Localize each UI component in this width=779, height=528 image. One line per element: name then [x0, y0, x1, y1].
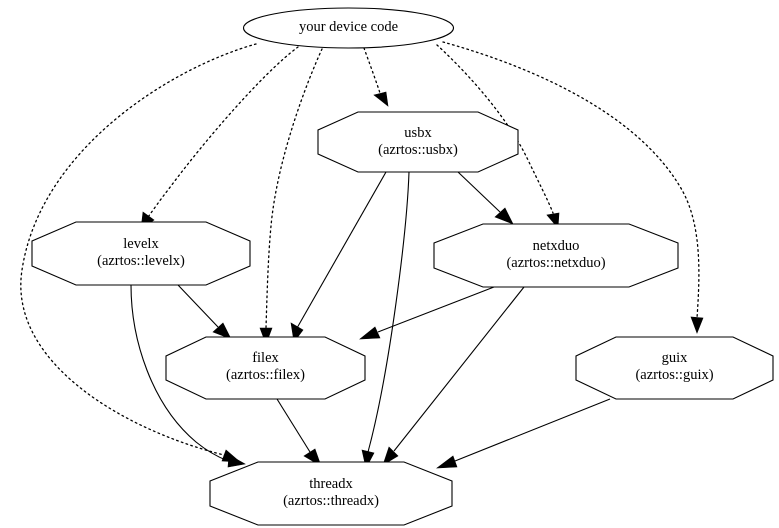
node-group	[31, 7, 774, 526]
edge-usbx-to-threadx	[361, 171, 410, 469]
node-your-device-code[interactable]	[242, 7, 455, 49]
edge-guix-to-threadx	[436, 398, 611, 469]
edge-netxduo-to-threadx	[382, 286, 525, 466]
node-usbx[interactable]	[317, 111, 519, 173]
node-netxduo[interactable]	[433, 223, 679, 288]
node-guix[interactable]	[575, 336, 774, 400]
edge-usbx-to-netxduo	[457, 171, 514, 225]
edge-device-to-guix	[442, 41, 704, 334]
edge-netxduo-to-filex	[359, 286, 495, 340]
edge-levelx-to-filex	[177, 284, 232, 340]
edge-usbx-to-filex	[290, 171, 387, 343]
edge-levelx-to-threadx	[130, 284, 246, 468]
node-levelx[interactable]	[31, 221, 251, 286]
node-filex[interactable]	[165, 336, 366, 400]
node-threadx[interactable]	[209, 461, 453, 526]
edge-device-to-usbx	[363, 47, 389, 107]
edge-filex-to-threadx	[276, 398, 322, 467]
edge-device-to-filex	[259, 48, 323, 345]
edge-group-solid	[130, 171, 611, 469]
